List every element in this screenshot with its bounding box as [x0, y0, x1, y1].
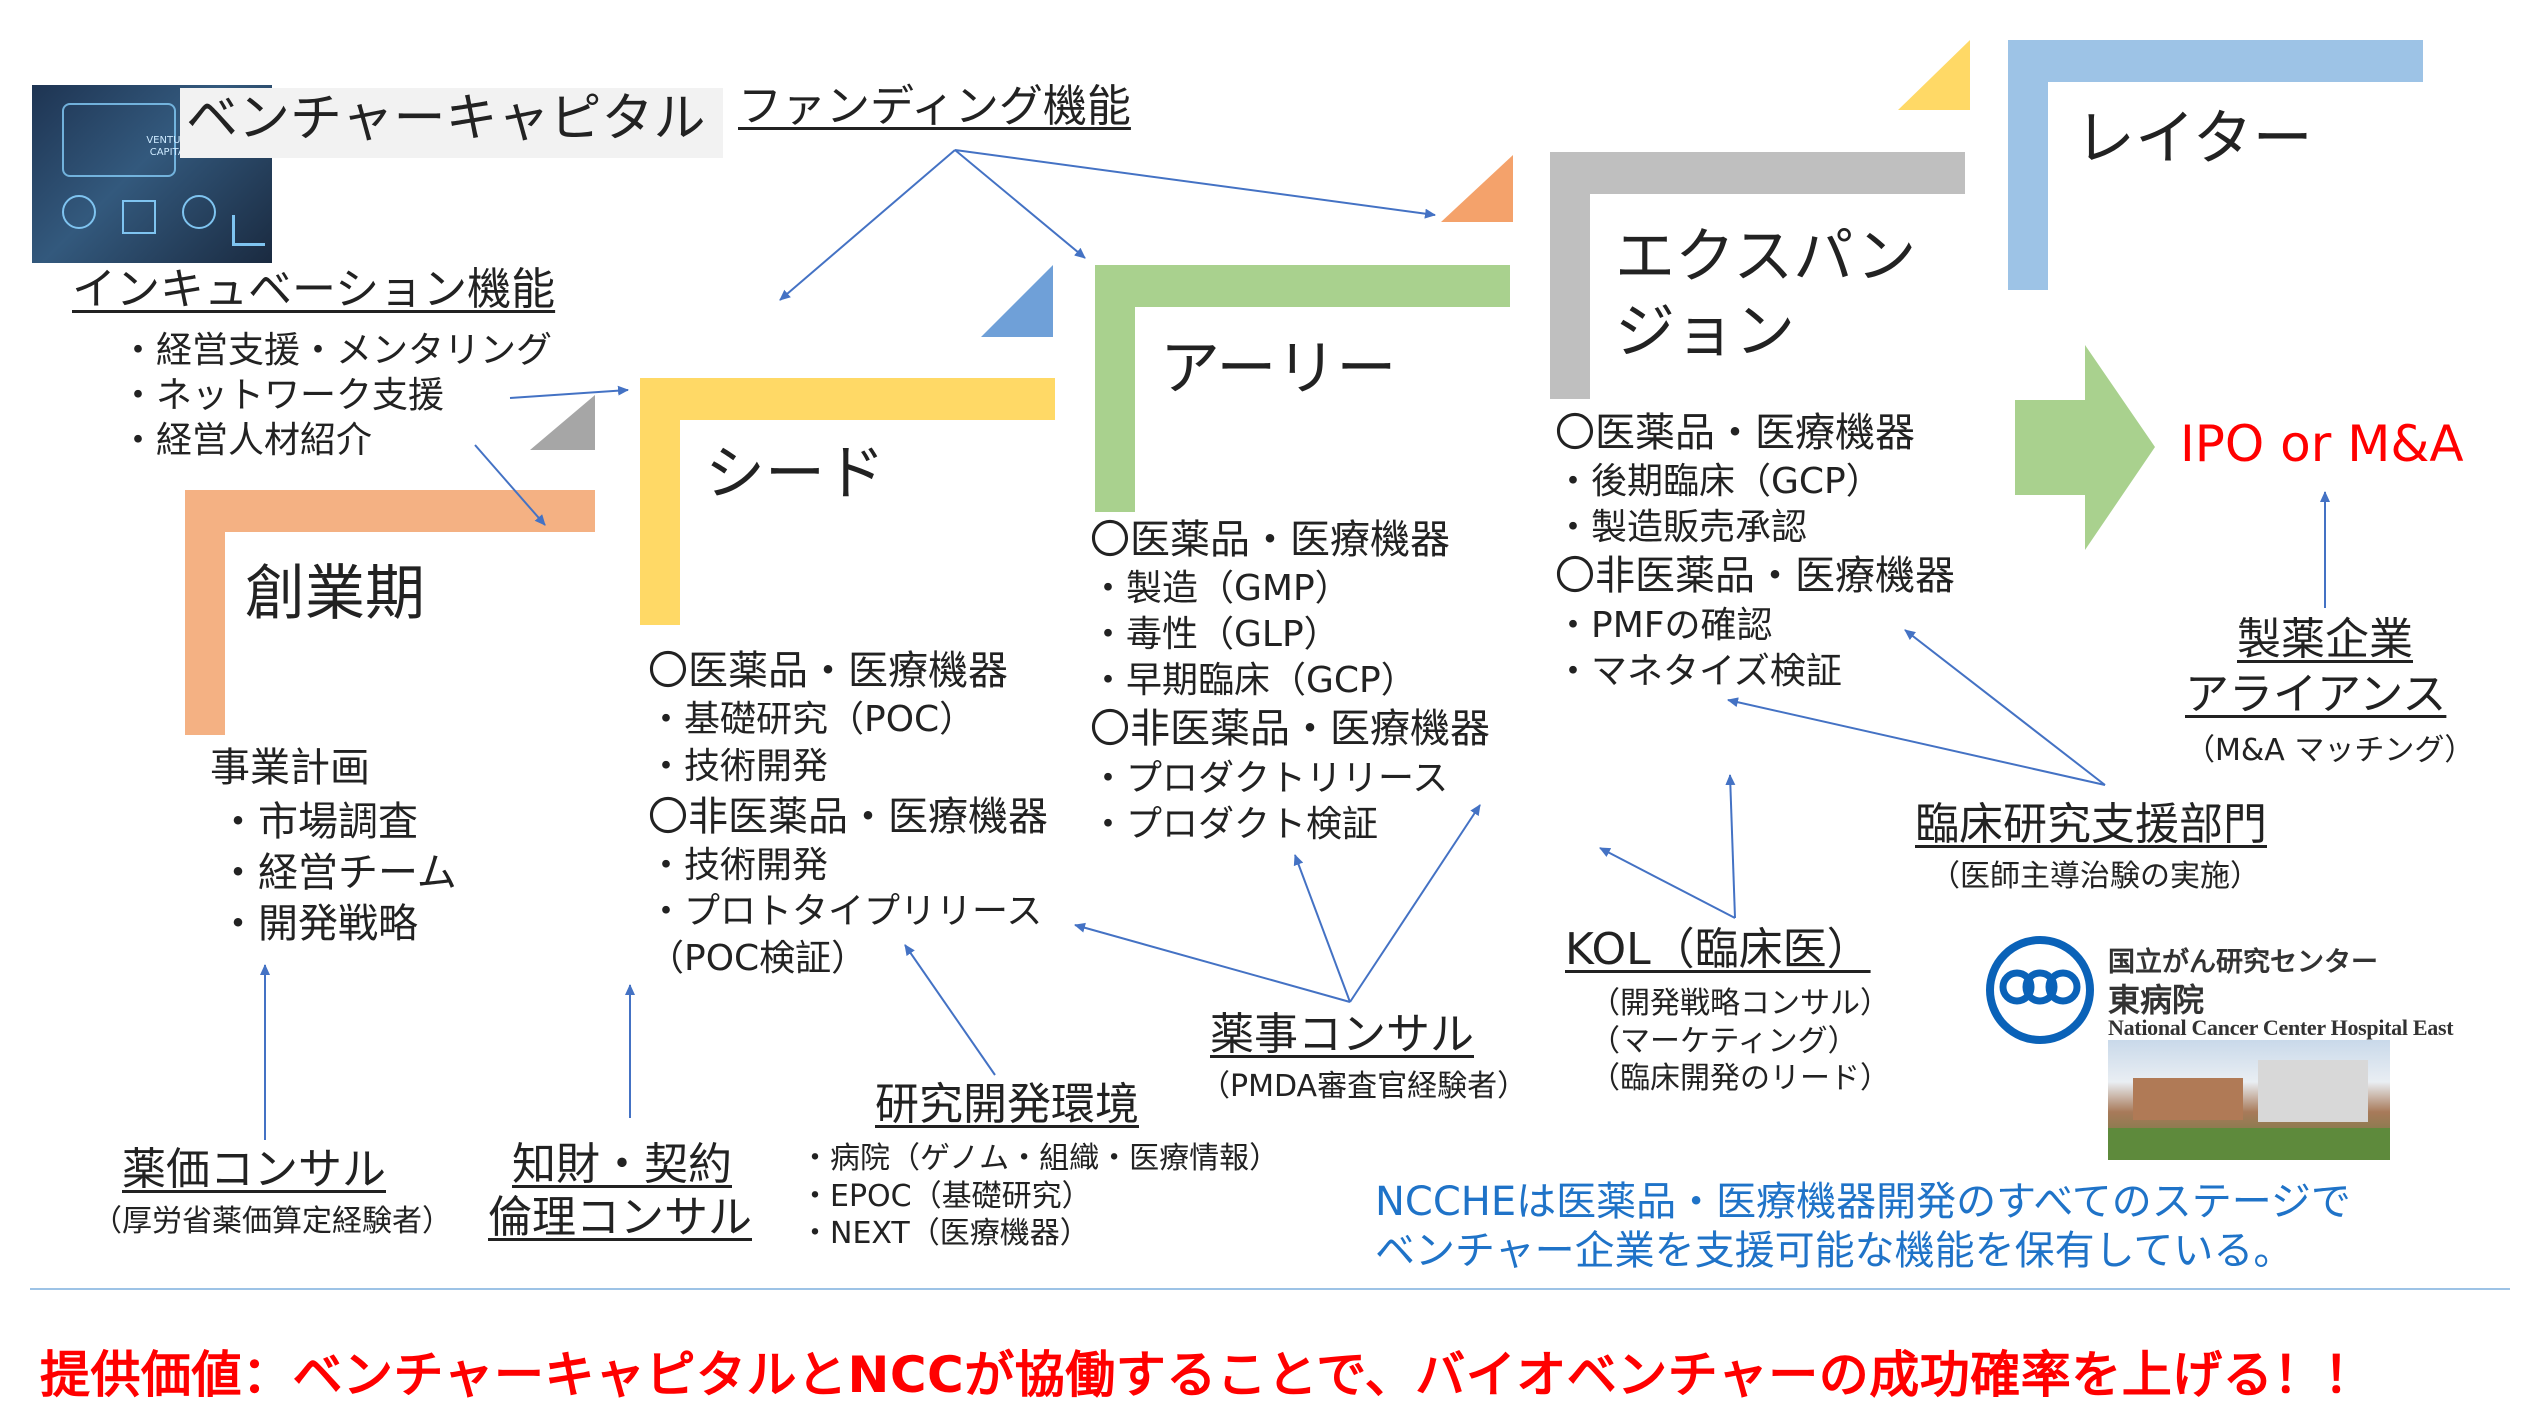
stage-expansion-title: エクスパン ジョン	[1615, 220, 1916, 370]
rd-env-item: ・NEXT（医療機器）	[800, 1215, 1279, 1253]
building-block-1	[2133, 1078, 2243, 1120]
sogyo-heading: 事業計画	[210, 745, 370, 792]
funding-title: ファンディング機能	[738, 82, 1131, 133]
early-line: 〇医薬品・医療機器	[1090, 515, 1490, 566]
early-line: ・毒性（GLP）	[1090, 612, 1490, 658]
expansion-line: 〇医薬品・医療機器	[1555, 408, 1955, 459]
stage-early-title: アーリー	[1160, 335, 1396, 404]
early-list: 〇医薬品・医療機器 ・製造（GMP） ・毒性（GLP） ・早期臨床（GCP） 〇…	[1090, 515, 1490, 848]
alliance-note: （M&A マッチング）	[2185, 732, 2474, 770]
expansion-line: ・製造販売承認	[1555, 505, 1955, 551]
ip-title-2: 倫理コンサル	[488, 1193, 752, 1244]
expansion-list: 〇医薬品・医療機器 ・後期臨床（GCP） ・製造販売承認 〇非医薬品・医療機器 …	[1555, 408, 1955, 695]
ncc-hospital-photo	[2108, 1040, 2390, 1160]
pricing-note: （厚労省薬価算定経験者）	[92, 1203, 452, 1241]
building-block-2	[2258, 1060, 2368, 1122]
incubation-item: ・ネットワーク支援	[120, 373, 552, 418]
rd-env-item: ・EPOC（基礎研究）	[800, 1178, 1279, 1216]
early-line: ・プロダクトリリース	[1090, 756, 1490, 802]
stage-later-title: レイター	[2075, 105, 2313, 174]
expansion-title-line: エクスパン	[1615, 220, 1916, 295]
value-proposition: 提供価値：ベンチャーキャピタルとNCCが協働することで、バイオベンチャーの成功確…	[40, 1335, 2374, 1407]
hologram-icon-3	[182, 195, 216, 229]
hologram-icon-2	[122, 200, 156, 234]
expansion-title-line: ジョン	[1615, 295, 1916, 370]
seed-line: ・技術開発	[648, 744, 1048, 791]
regulatory-title: 薬事コンサル	[1210, 1010, 1474, 1061]
kol-title: KOL（臨床医）	[1565, 925, 1871, 976]
rd-env-item: ・病院（ゲノム・組織・医療情報）	[800, 1140, 1279, 1178]
early-line: ・プロダクト検証	[1090, 802, 1490, 848]
alliance-title-1: 製薬企業	[2230, 615, 2420, 666]
early-line: ・早期臨床（GCP）	[1090, 658, 1490, 704]
venture-capital-title: ベンチャーキャピタル	[180, 88, 723, 158]
alliance-title-2: アライアンス	[2185, 670, 2446, 721]
expansion-line: ・後期臨床（GCP）	[1555, 459, 1955, 505]
pricing-title: 薬価コンサル	[122, 1145, 386, 1196]
rd-env-title: 研究開発環境	[875, 1080, 1139, 1131]
arrow-kol-to-expansion	[1600, 848, 1735, 918]
exit-label: IPO or M&A	[2180, 415, 2464, 473]
seed-line: （POC検証）	[648, 936, 1048, 983]
stage-sogyo-title: 創業期	[245, 560, 425, 629]
arrow-kol-to-expansion-2	[1730, 775, 1735, 918]
arrow-clinical-to-expansion	[1728, 700, 2105, 785]
incubation-list: ・経営支援・メンタリング ・ネットワーク支援 ・経営人材紹介	[120, 328, 552, 463]
incubation-title: インキュベーション機能	[72, 265, 555, 316]
early-line: 〇非医薬品・医療機器	[1090, 704, 1490, 755]
trees	[2108, 1128, 2390, 1160]
sogyo-list: ・市場調査 ・経営チーム ・開発戦略	[218, 797, 457, 949]
arrow-funding-to-expansion	[955, 150, 1435, 215]
expansion-line: ・PMFの確認	[1555, 603, 1955, 649]
ncche-note: NCCHEは医薬品・医療機器開発のすべてのステージで ベンチャー企業を支援可能な…	[1375, 1178, 2351, 1276]
incubation-item: ・経営支援・メンタリング	[120, 328, 552, 373]
sogyo-item: ・経営チーム	[218, 848, 457, 899]
arrow-funding-to-early	[955, 150, 1085, 258]
rd-env-list: ・病院（ゲノム・組織・医療情報） ・EPOC（基礎研究） ・NEXT（医療機器）	[800, 1140, 1279, 1253]
stage-seed-title: シード	[705, 440, 885, 509]
kol-note: （臨床開発のリード）	[1590, 1060, 1890, 1098]
seed-line: 〇医薬品・医療機器	[648, 645, 1048, 697]
sogyo-item: ・開発戦略	[218, 899, 457, 950]
ip-title-1: 知財・契約	[512, 1140, 732, 1191]
kol-notes: （開発戦略コンサル） （マーケティング） （臨床開発のリード）	[1590, 985, 1890, 1098]
incubation-item: ・経営人材紹介	[120, 418, 552, 463]
seed-line: 〇非医薬品・医療機器	[648, 791, 1048, 843]
regulatory-note: （PMDA審査官経験者）	[1200, 1068, 1527, 1106]
expansion-line: 〇非医薬品・医療機器	[1555, 551, 1955, 602]
clinical-support-title: 臨床研究支援部門	[1915, 800, 2267, 851]
ncche-note-line: NCCHEは医薬品・医療機器開発のすべてのステージで	[1375, 1178, 2351, 1227]
early-line: ・製造（GMP）	[1090, 566, 1490, 612]
ncc-logo-mark	[1985, 935, 2095, 1045]
ncche-note-line: ベンチャー企業を支援可能な機能を保有している。	[1375, 1227, 2351, 1276]
seed-list: 〇医薬品・医療機器 ・基礎研究（POC） ・技術開発 〇非医薬品・医療機器 ・技…	[648, 645, 1048, 983]
hologram-chart-icon	[232, 215, 265, 246]
arrow-reg-to-early-1	[1295, 855, 1350, 1002]
ncc-en-name: National Cancer Center Hospital East	[2108, 1015, 2453, 1041]
divider	[30, 1288, 2510, 1290]
seed-line: ・基礎研究（POC）	[648, 697, 1048, 744]
ncc-jp-name: 国立がん研究センター	[2108, 940, 2378, 979]
clinical-support-note: （医師主導治験の実施）	[1930, 858, 2260, 896]
seed-line: ・技術開発	[648, 843, 1048, 890]
arrow-funding-to-incubation	[780, 150, 955, 300]
kol-note: （開発戦略コンサル）	[1590, 985, 1890, 1023]
kol-note: （マーケティング）	[1590, 1023, 1890, 1061]
hologram-icon-1	[62, 195, 96, 229]
seed-line: ・プロトタイプリリース	[648, 889, 1048, 936]
sogyo-item: ・市場調査	[218, 797, 457, 848]
expansion-line: ・マネタイズ検証	[1555, 649, 1955, 695]
arrow-reg-to-seed	[1075, 925, 1350, 1002]
